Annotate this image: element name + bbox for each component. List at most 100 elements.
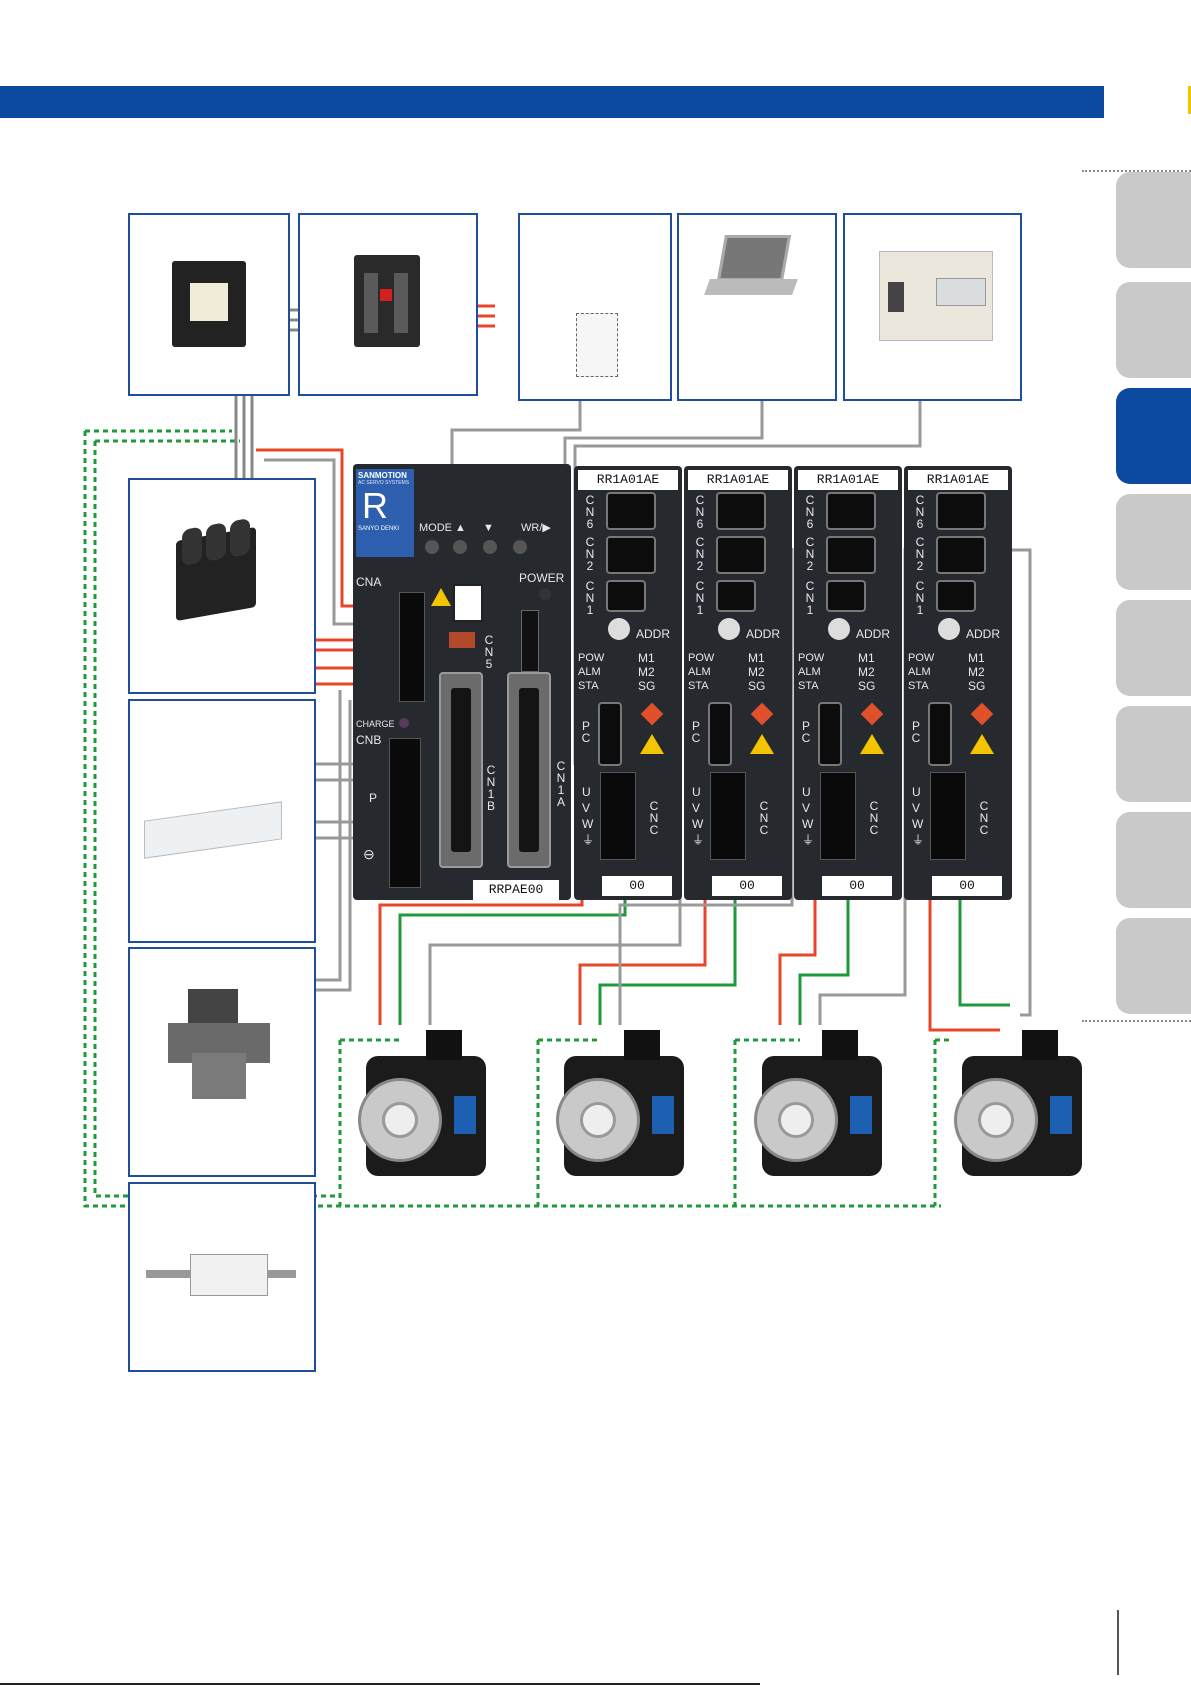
w-label: W	[802, 817, 814, 831]
pc-port[interactable]	[928, 702, 952, 766]
cn1b-label: CN1B	[486, 763, 496, 813]
cnc-terminal[interactable]	[930, 772, 966, 860]
cn6-port[interactable]	[716, 492, 766, 530]
cn2-label: CN2	[915, 535, 925, 573]
sg-label: SG	[858, 679, 876, 693]
address-switch[interactable]	[718, 618, 740, 640]
cn5-port[interactable]	[449, 632, 475, 648]
up-button[interactable]	[453, 540, 467, 554]
cn6-port[interactable]	[826, 492, 876, 530]
reactor-icon	[168, 989, 270, 1099]
noise-filter-icon	[176, 518, 256, 622]
w-label: W	[912, 817, 924, 831]
m1-label: M1	[748, 651, 765, 665]
sw-connector[interactable]	[521, 610, 539, 672]
pc-port[interactable]	[818, 702, 842, 766]
contactor-icon	[354, 255, 420, 347]
cn2-port[interactable]	[936, 536, 986, 574]
earth-label: ⏚	[692, 833, 705, 847]
servo-motor-3	[752, 1020, 892, 1190]
cnc-terminal[interactable]	[600, 772, 636, 860]
pc-port[interactable]	[598, 702, 622, 766]
side-tab-4[interactable]	[1116, 494, 1191, 590]
axis-bottom-label: 00	[712, 876, 782, 896]
addr-label: ADDR	[856, 627, 891, 641]
cn6-port[interactable]	[936, 492, 986, 530]
alert-icon	[970, 702, 994, 726]
sg-label: SG	[748, 679, 766, 693]
cn1b-connector[interactable]	[439, 672, 483, 868]
side-tab-5[interactable]	[1116, 600, 1191, 696]
down-button-label: ▼	[483, 522, 494, 534]
cnb-terminal[interactable]	[389, 738, 421, 888]
w-label: W	[582, 817, 594, 831]
cn6-port[interactable]	[606, 492, 656, 530]
v-label: V	[802, 801, 811, 815]
cn2-port[interactable]	[826, 536, 876, 574]
u-label: U	[582, 785, 591, 799]
header-bar	[0, 86, 1104, 118]
addr-label: ADDR	[746, 627, 781, 641]
pow-label: POW	[908, 652, 935, 664]
u-label: U	[802, 785, 811, 799]
breaker-icon	[172, 261, 246, 347]
address-switch[interactable]	[608, 618, 630, 640]
side-tab-2[interactable]	[1116, 282, 1191, 378]
motor3-ground	[798, 850, 850, 1025]
write-button-label: WR/▶	[521, 522, 551, 534]
pc-port[interactable]	[708, 702, 732, 766]
down-button[interactable]	[483, 540, 497, 554]
cn1-port[interactable]	[606, 580, 646, 612]
motor4-ground	[958, 850, 1010, 1007]
motor-connector	[822, 1030, 858, 1060]
mode-button[interactable]	[425, 540, 439, 554]
side-tab-1[interactable]	[1116, 172, 1191, 268]
cn1-port[interactable]	[936, 580, 976, 612]
resistor-icon	[144, 801, 282, 859]
cn1a-connector[interactable]	[507, 672, 551, 868]
motor-shaft	[778, 1102, 814, 1138]
axis-module-1: RR1A01AE CN6 CN2 CN1 ADDR POW ALM STA M1…	[574, 466, 682, 900]
noise-filter-box	[128, 478, 316, 694]
cnb-label: CNB	[356, 733, 382, 747]
power-model-label: RRPAE00	[473, 880, 559, 900]
alert-icon	[860, 702, 884, 726]
addr-label: ADDR	[966, 627, 1001, 641]
encoder-battery-box	[518, 213, 672, 401]
alm-label: ALM	[578, 666, 601, 678]
address-switch[interactable]	[828, 618, 850, 640]
write-button[interactable]	[513, 540, 527, 554]
cn1-port[interactable]	[716, 580, 756, 612]
cn2-port[interactable]	[716, 536, 766, 574]
cnc-terminal[interactable]	[820, 772, 856, 860]
pc-label: PC	[911, 719, 921, 745]
cnb-p-label: P	[369, 791, 378, 805]
motor2-ground	[598, 850, 737, 1025]
address-switch[interactable]	[938, 618, 960, 640]
u-label: U	[692, 785, 701, 799]
cnc-label: CNC	[649, 799, 659, 837]
cnc-terminal[interactable]	[710, 772, 746, 860]
m2-label: M2	[748, 665, 765, 679]
side-tab-7[interactable]	[1116, 812, 1191, 908]
pc-label: PC	[691, 719, 701, 745]
cn1-label: CN1	[585, 579, 595, 617]
regen-resistor-box	[128, 699, 316, 943]
side-tab-8[interactable]	[1116, 918, 1191, 1014]
power-supply-module: SANMOTION AC SERVO SYSTEMS R SANYO DENKI…	[353, 464, 571, 900]
contactor-box	[298, 213, 478, 396]
cna-terminal[interactable]	[399, 592, 425, 702]
servo-motor-1	[356, 1020, 496, 1190]
cn2-port[interactable]	[606, 536, 656, 574]
motor-nameplate	[652, 1096, 674, 1134]
cnc-label: CNC	[869, 799, 879, 837]
earth-label: ⏚	[912, 833, 925, 847]
cn2-label: CN2	[805, 535, 815, 573]
motor4-encoder	[1005, 548, 1032, 1017]
power-label: POWER	[519, 571, 565, 585]
side-tab-6[interactable]	[1116, 706, 1191, 802]
side-tab-3-active[interactable]	[1116, 388, 1191, 484]
mode-button-label: MODE ▲	[419, 522, 466, 534]
motor-flange	[954, 1078, 1038, 1162]
cn1-port[interactable]	[826, 580, 866, 612]
